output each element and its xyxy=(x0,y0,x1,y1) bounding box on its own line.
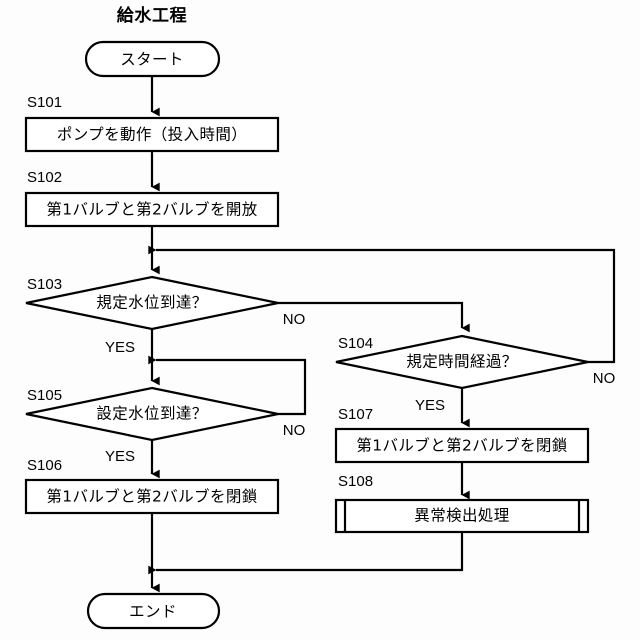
step-label-s102: S102 xyxy=(27,169,62,186)
node-s106[interactable]: S106 第1バルブと第2バルブを閉鎖 xyxy=(24,457,280,515)
node-end[interactable]: エンド xyxy=(86,592,221,630)
s103-yes-label: YES xyxy=(105,339,135,356)
node-s104[interactable]: S104 規定時間経過？ NO YES xyxy=(335,334,616,414)
start-label: スタート xyxy=(120,51,184,69)
s108-label: 異常検出処理 xyxy=(414,507,509,525)
s107-label: 第1バルブと第2バルブを閉鎖 xyxy=(356,436,567,455)
step-label-s107: S107 xyxy=(338,406,373,423)
s104-label: 規定時間経過？ xyxy=(406,353,517,371)
s105-no-label: NO xyxy=(283,422,306,439)
s106-label: 第1バルブと第2バルブを閉鎖 xyxy=(46,487,257,506)
node-start[interactable]: スタート xyxy=(84,40,221,78)
step-label-s105: S105 xyxy=(27,387,62,404)
edge-s104-no-to-s103 xyxy=(148,245,616,364)
step-label-s101: S101 xyxy=(27,94,62,111)
s108-shape xyxy=(334,498,590,534)
node-s107[interactable]: S107 第1バルブと第2バルブを閉鎖 xyxy=(334,406,590,464)
s105-yes-label: YES xyxy=(105,448,135,465)
edge-s108-to-end xyxy=(148,532,464,575)
s102-label: 第1バルブと第2バルブを開放 xyxy=(46,200,257,219)
node-s103[interactable]: S103 規定水位到達？ NO YES xyxy=(25,275,306,356)
start-shape xyxy=(84,40,221,78)
s104-no-label: NO xyxy=(593,370,616,387)
step-label-s104: S104 xyxy=(338,335,373,352)
s107-shape xyxy=(334,427,590,464)
node-s105[interactable]: S105 設定水位到達？ NO YES xyxy=(25,386,306,465)
step-label-s108: S108 xyxy=(338,473,373,490)
s104-yes-label: YES xyxy=(415,397,445,414)
s101-label: ポンプを動作（投入時間） xyxy=(57,126,247,144)
page-title: 給水工程 xyxy=(117,5,187,26)
s103-label: 規定水位到達？ xyxy=(96,294,207,312)
s105-label: 設定水位到達？ xyxy=(96,405,207,423)
step-label-s106: S106 xyxy=(27,457,62,474)
end-label: エンド xyxy=(129,603,177,621)
s101-shape xyxy=(24,116,280,153)
edge-s105-no-loopback xyxy=(148,355,307,416)
end-shape xyxy=(86,592,221,630)
s106-shape xyxy=(24,478,280,515)
step-label-s103: S103 xyxy=(27,276,62,293)
edge-s103-no-to-s104 xyxy=(278,301,470,333)
node-s101[interactable]: S101 ポンプを動作（投入時間） xyxy=(24,94,280,153)
node-s102[interactable]: S102 第1バルブと第2バルブを開放 xyxy=(24,169,280,228)
s105-shape xyxy=(25,386,279,442)
s104-shape xyxy=(335,334,589,390)
node-s108[interactable]: S108 異常検出処理 xyxy=(334,473,590,534)
s103-no-label: NO xyxy=(283,311,306,328)
s103-shape xyxy=(25,275,279,331)
s102-shape xyxy=(24,191,280,228)
